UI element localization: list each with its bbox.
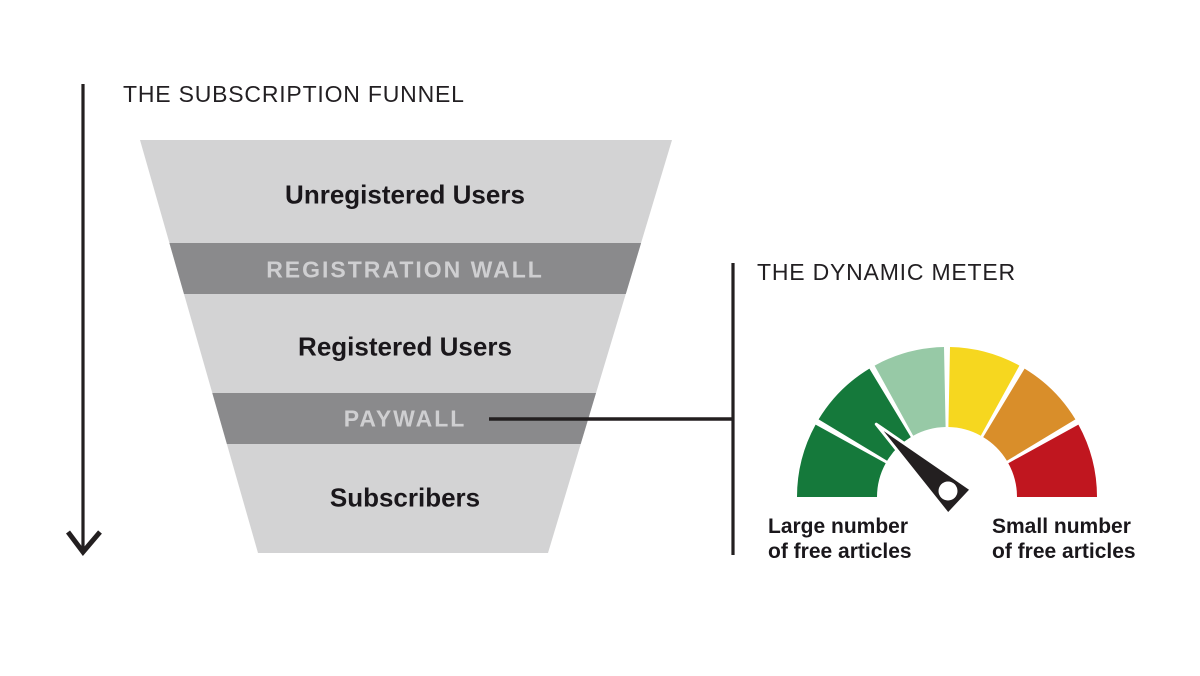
gauge-right-end-label-line2: of free articles — [992, 540, 1136, 563]
down-arrow-icon — [66, 84, 102, 557]
gauge-segment-yellow — [948, 347, 1020, 436]
funnel-stage-unregistered-users: Unregistered Users — [285, 179, 525, 210]
funnel-stage-paywall: PAYWALL — [343, 405, 467, 432]
meter-section-title: THE DYNAMIC METER — [757, 259, 1016, 285]
gauge-left-end-label-line2: of free articles — [768, 540, 912, 563]
gauge-left-end-label: Large number of free articles — [768, 514, 912, 564]
funnel-stage-registered-users: Registered Users — [298, 331, 512, 362]
gauge-segment-light-green — [874, 347, 946, 436]
gauge-right-end-label: Small number of free articles — [992, 514, 1136, 564]
paywall-band — [212, 393, 597, 444]
registration-wall-band — [169, 243, 642, 294]
gauge-segment-dark-green-1 — [797, 424, 886, 497]
gauge-segment-red — [1008, 424, 1097, 497]
dynamic-meter-gauge — [797, 347, 1097, 516]
funnel-stage-subscribers: Subscribers — [329, 482, 481, 513]
gauge-needle — [874, 422, 973, 516]
gauge-right-end-label-line1: Small number — [992, 515, 1131, 538]
funnel-section-title: THE SUBSCRIPTION FUNNEL — [123, 81, 465, 107]
gauge-needle-hub-dot — [938, 481, 958, 501]
funnel-stage-registration-wall: REGISTRATION WALL — [266, 256, 544, 283]
gauge-left-end-label-line1: Large number — [768, 515, 909, 538]
gauge-segment-orange — [983, 368, 1076, 461]
